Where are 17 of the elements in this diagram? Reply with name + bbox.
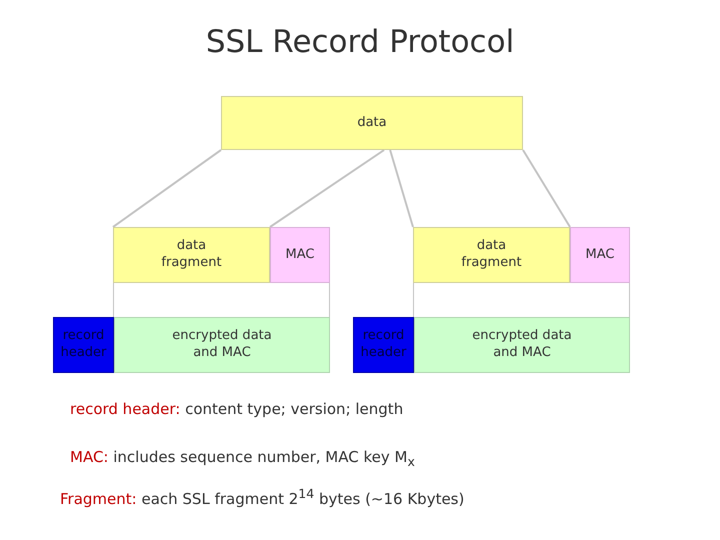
- encrypted-block: encrypted data and MAC: [114, 317, 330, 373]
- fragment-block: data fragment: [413, 227, 570, 283]
- definition-note: MAC: includes sequence number, MAC key M$_{x}$: [70, 448, 415, 469]
- record-header-block: record header: [53, 317, 114, 373]
- definition-note: Fragment: each SSL fragment 2$^{14}$ bytes (~16 Kbytes): [60, 486, 464, 508]
- encrypted-block: encrypted data and MAC: [414, 317, 630, 373]
- mac-block: MAC: [570, 227, 630, 283]
- expansion-line: [389, 150, 414, 228]
- expansion-line: [522, 149, 571, 228]
- record-header-block: record header: [353, 317, 414, 373]
- title: SSL Record Protocol: [204, 24, 516, 60]
- expansion-line: [112, 149, 222, 228]
- definition-note: record header: content type; version; length: [70, 400, 404, 418]
- fragment-block: data fragment: [113, 227, 270, 283]
- mac-block: MAC: [270, 227, 330, 283]
- data-block: data: [221, 96, 523, 150]
- expansion-line: [269, 149, 385, 228]
